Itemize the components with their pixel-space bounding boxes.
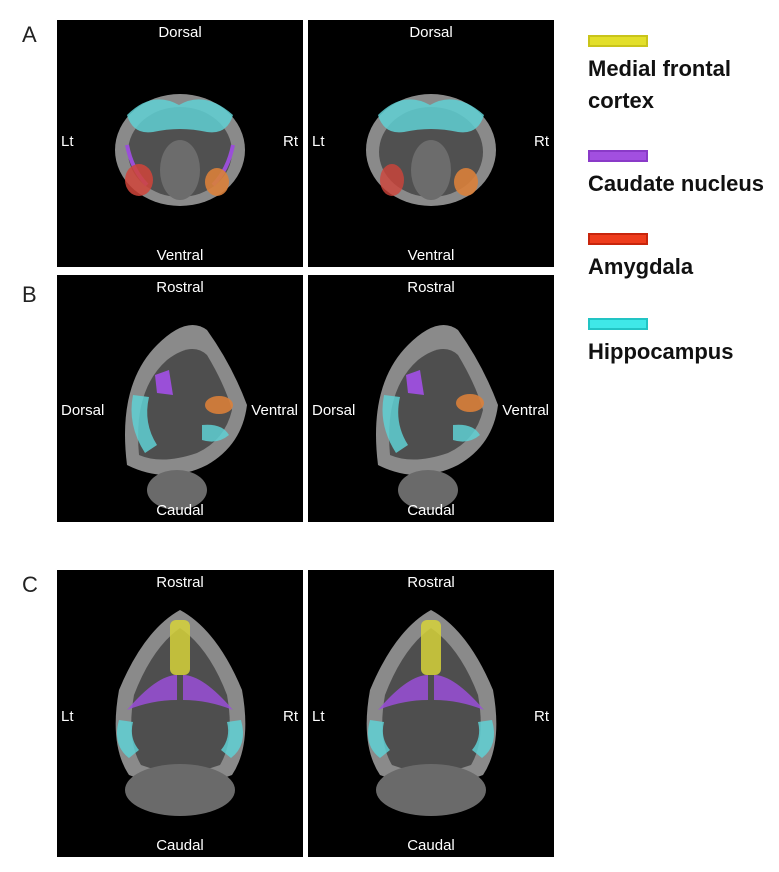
label-right: Rt: [283, 133, 298, 150]
row-b-letter: B: [22, 282, 37, 307]
label-left: Lt: [312, 133, 325, 150]
row-c-letter: C: [22, 572, 38, 597]
panel-c-right: Rostral Caudal Lt Rt: [308, 570, 554, 857]
label-top: Rostral: [407, 574, 455, 591]
legend-swatch: [588, 150, 648, 162]
label-bottom: Caudal: [156, 837, 204, 854]
label-left: Dorsal: [312, 402, 356, 419]
label-top: Rostral: [156, 279, 204, 296]
row-a-letter: A: [22, 22, 37, 47]
legend-label: Amygdala: [588, 254, 694, 279]
legend-label: Hippocampus: [588, 339, 734, 364]
legend-swatch: [588, 233, 648, 245]
label-right: Ventral: [251, 402, 298, 419]
label-right: Rt: [534, 133, 549, 150]
panel-c-left: Rostral Caudal Lt Rt: [57, 570, 303, 857]
label-bottom: Caudal: [407, 502, 455, 519]
label-bottom: Ventral: [407, 247, 455, 264]
coronal-brain-scan: [115, 94, 245, 206]
legend-label: Caudate nucleus: [588, 171, 765, 196]
label-left: Lt: [312, 708, 325, 725]
label-bottom: Caudal: [407, 837, 455, 854]
label-left: Lt: [61, 708, 74, 725]
label-right: Rt: [534, 708, 549, 725]
sagittal-brain-scan: [376, 325, 498, 510]
label-bottom: Ventral: [156, 247, 204, 264]
axial-brain-scan: [115, 610, 246, 816]
label-top: Rostral: [407, 279, 455, 296]
label-top: Rostral: [156, 574, 204, 591]
label-top: Dorsal: [409, 24, 453, 41]
label-right: Ventral: [502, 402, 549, 419]
legend-swatch: [588, 35, 648, 47]
axial-brain-scan: [366, 610, 497, 816]
legend-swatch: [588, 318, 648, 330]
label-bottom: Caudal: [156, 502, 204, 519]
panel-a-right: Dorsal Ventral Lt Rt: [308, 20, 554, 267]
label-left: Lt: [61, 133, 74, 150]
panel-a-left: Dorsal Ventral Lt Rt: [57, 20, 303, 267]
label-left: Dorsal: [61, 402, 105, 419]
legend-label: Medial frontal cortex: [588, 56, 732, 113]
coronal-brain-scan: [366, 94, 496, 206]
panel-b-left: Rostral Caudal Dorsal Ventral: [57, 275, 303, 522]
sagittal-brain-scan: [125, 325, 247, 510]
label-right: Rt: [283, 708, 298, 725]
panel-b-right: Rostral Caudal Dorsal Ventral: [308, 275, 554, 522]
label-top: Dorsal: [158, 24, 202, 41]
